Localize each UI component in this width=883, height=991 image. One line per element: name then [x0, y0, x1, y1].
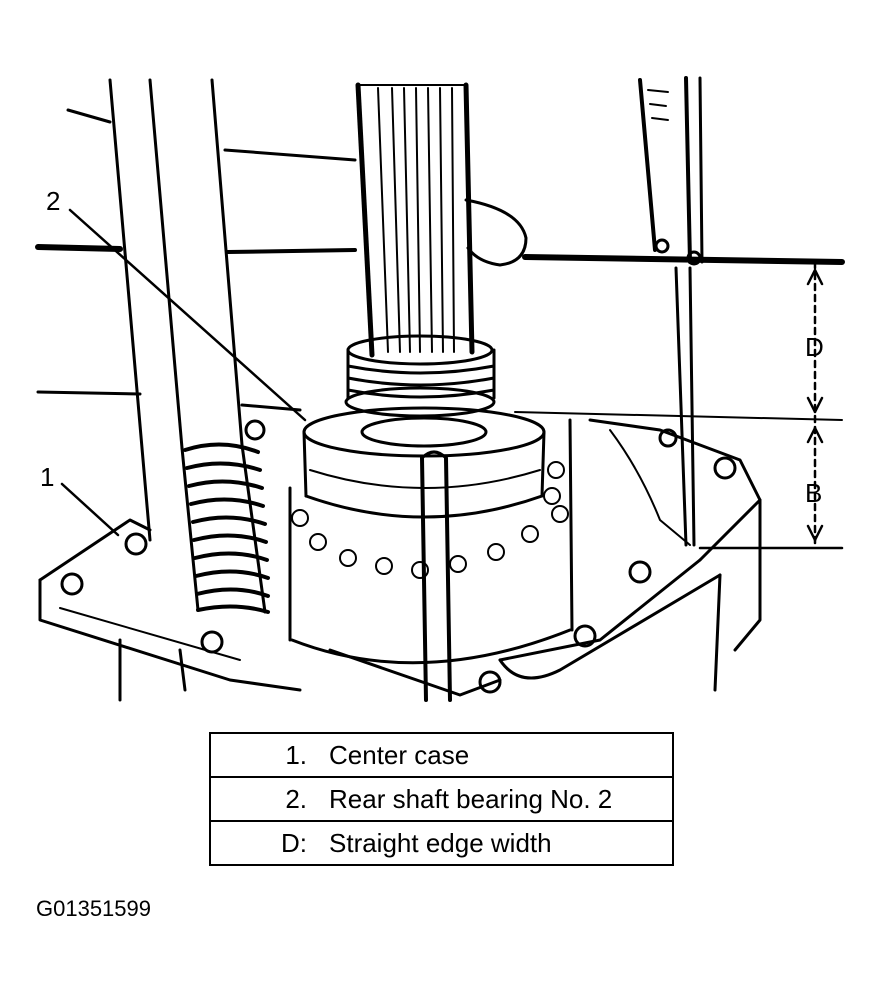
legend-number: D:: [210, 820, 329, 865]
callout-rear-bearing: 2: [46, 186, 61, 216]
legend-row: D: Straight edge width: [210, 820, 673, 865]
finger: [464, 198, 528, 267]
legend-text: Center case: [329, 739, 470, 770]
output-shaft: [355, 82, 475, 358]
legend-row: 1. Center case: [210, 733, 673, 777]
lock-nut: [344, 334, 496, 418]
transfer-case-illustration: [35, 76, 845, 702]
dimension-label-b: B: [805, 478, 823, 508]
leader-lines: [60, 208, 307, 537]
legend-number: 2.: [210, 776, 329, 821]
rear-shaft-bearing: [288, 406, 574, 665]
background-lines: [36, 108, 843, 421]
dimension-lines: [698, 260, 844, 550]
gauge-bar: [420, 450, 452, 702]
legend-table: 1. Center case 2. Rear shaft bearing No.…: [209, 732, 674, 866]
caliper: [638, 76, 704, 547]
dimension-label-d: D: [805, 332, 824, 362]
center-case: [38, 418, 762, 702]
figure-id: G01351599: [36, 896, 151, 921]
legend-row: 2. Rear shaft bearing No. 2: [210, 776, 673, 821]
legend-number: 1.: [285, 739, 307, 770]
legend-text: Straight edge width: [329, 820, 673, 865]
straight-edge: [35, 244, 845, 265]
shift-rail: [108, 78, 270, 614]
callout-center-case: 1: [40, 462, 55, 492]
legend-text: Rear shaft bearing No. 2: [329, 776, 673, 821]
